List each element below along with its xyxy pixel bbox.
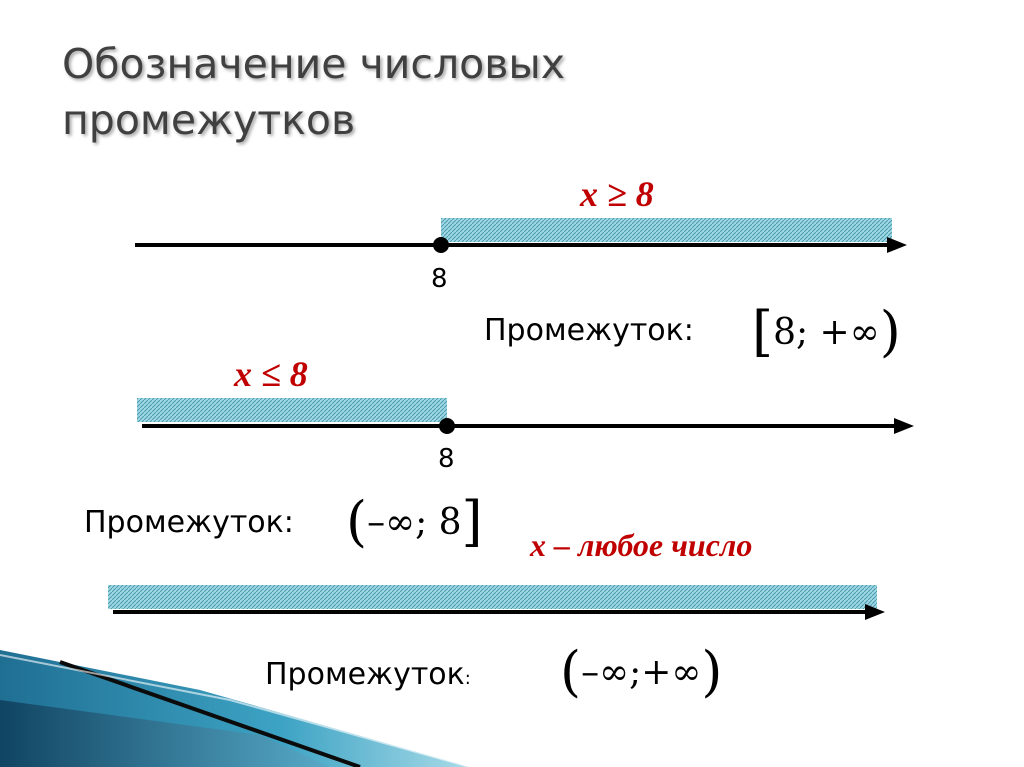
closed-point-8	[439, 418, 455, 434]
interval-label-colon: :	[464, 668, 471, 689]
interval-label-text: Промежуток	[265, 657, 465, 692]
arrowhead-3	[865, 604, 885, 620]
inequality-le: x ≤ 8	[234, 354, 308, 394]
right-bracket: ]	[461, 490, 483, 553]
interval-inner: 8; +∞	[773, 312, 880, 353]
interval-notation-1: [8; +∞)	[752, 300, 901, 363]
interval-notation-2: (–∞; 8]	[346, 490, 483, 553]
number-line-2	[137, 398, 914, 434]
right-paren: )	[701, 640, 723, 703]
arrowhead-2	[894, 418, 914, 434]
left-bracket: [	[752, 300, 774, 363]
arrowhead-1	[887, 237, 907, 253]
tick-label-8: 8	[438, 444, 455, 474]
interval-inner: –∞; 8	[367, 502, 462, 543]
shaded-ray-left	[137, 398, 447, 422]
number-line-1	[135, 218, 907, 253]
left-paren: (	[346, 490, 368, 553]
shaded-whole-line	[108, 585, 877, 609]
interval-label-1: Промежуток:	[484, 313, 694, 348]
inequality-ge: x ≥ 8	[580, 174, 654, 214]
right-paren: )	[879, 300, 901, 363]
any-number-note: x – любое число	[530, 527, 753, 563]
title-line-1: Обозначение числовых	[62, 40, 566, 88]
interval-inner: –∞;+∞	[581, 652, 702, 693]
interval-label-3: Промежуток:	[265, 657, 471, 692]
shaded-ray-right	[441, 218, 892, 242]
interval-notation-3: (–∞;+∞)	[560, 640, 722, 703]
page-title: Обозначение числовых промежутков	[62, 36, 762, 148]
left-paren: (	[560, 640, 582, 703]
tick-label-8: 8	[431, 264, 448, 294]
corner-decoration	[0, 650, 471, 767]
interval-label-2: Промежуток:	[84, 505, 294, 540]
title-line-2: промежутков	[62, 96, 356, 144]
number-line-3	[108, 585, 885, 620]
closed-point-8	[433, 237, 449, 253]
